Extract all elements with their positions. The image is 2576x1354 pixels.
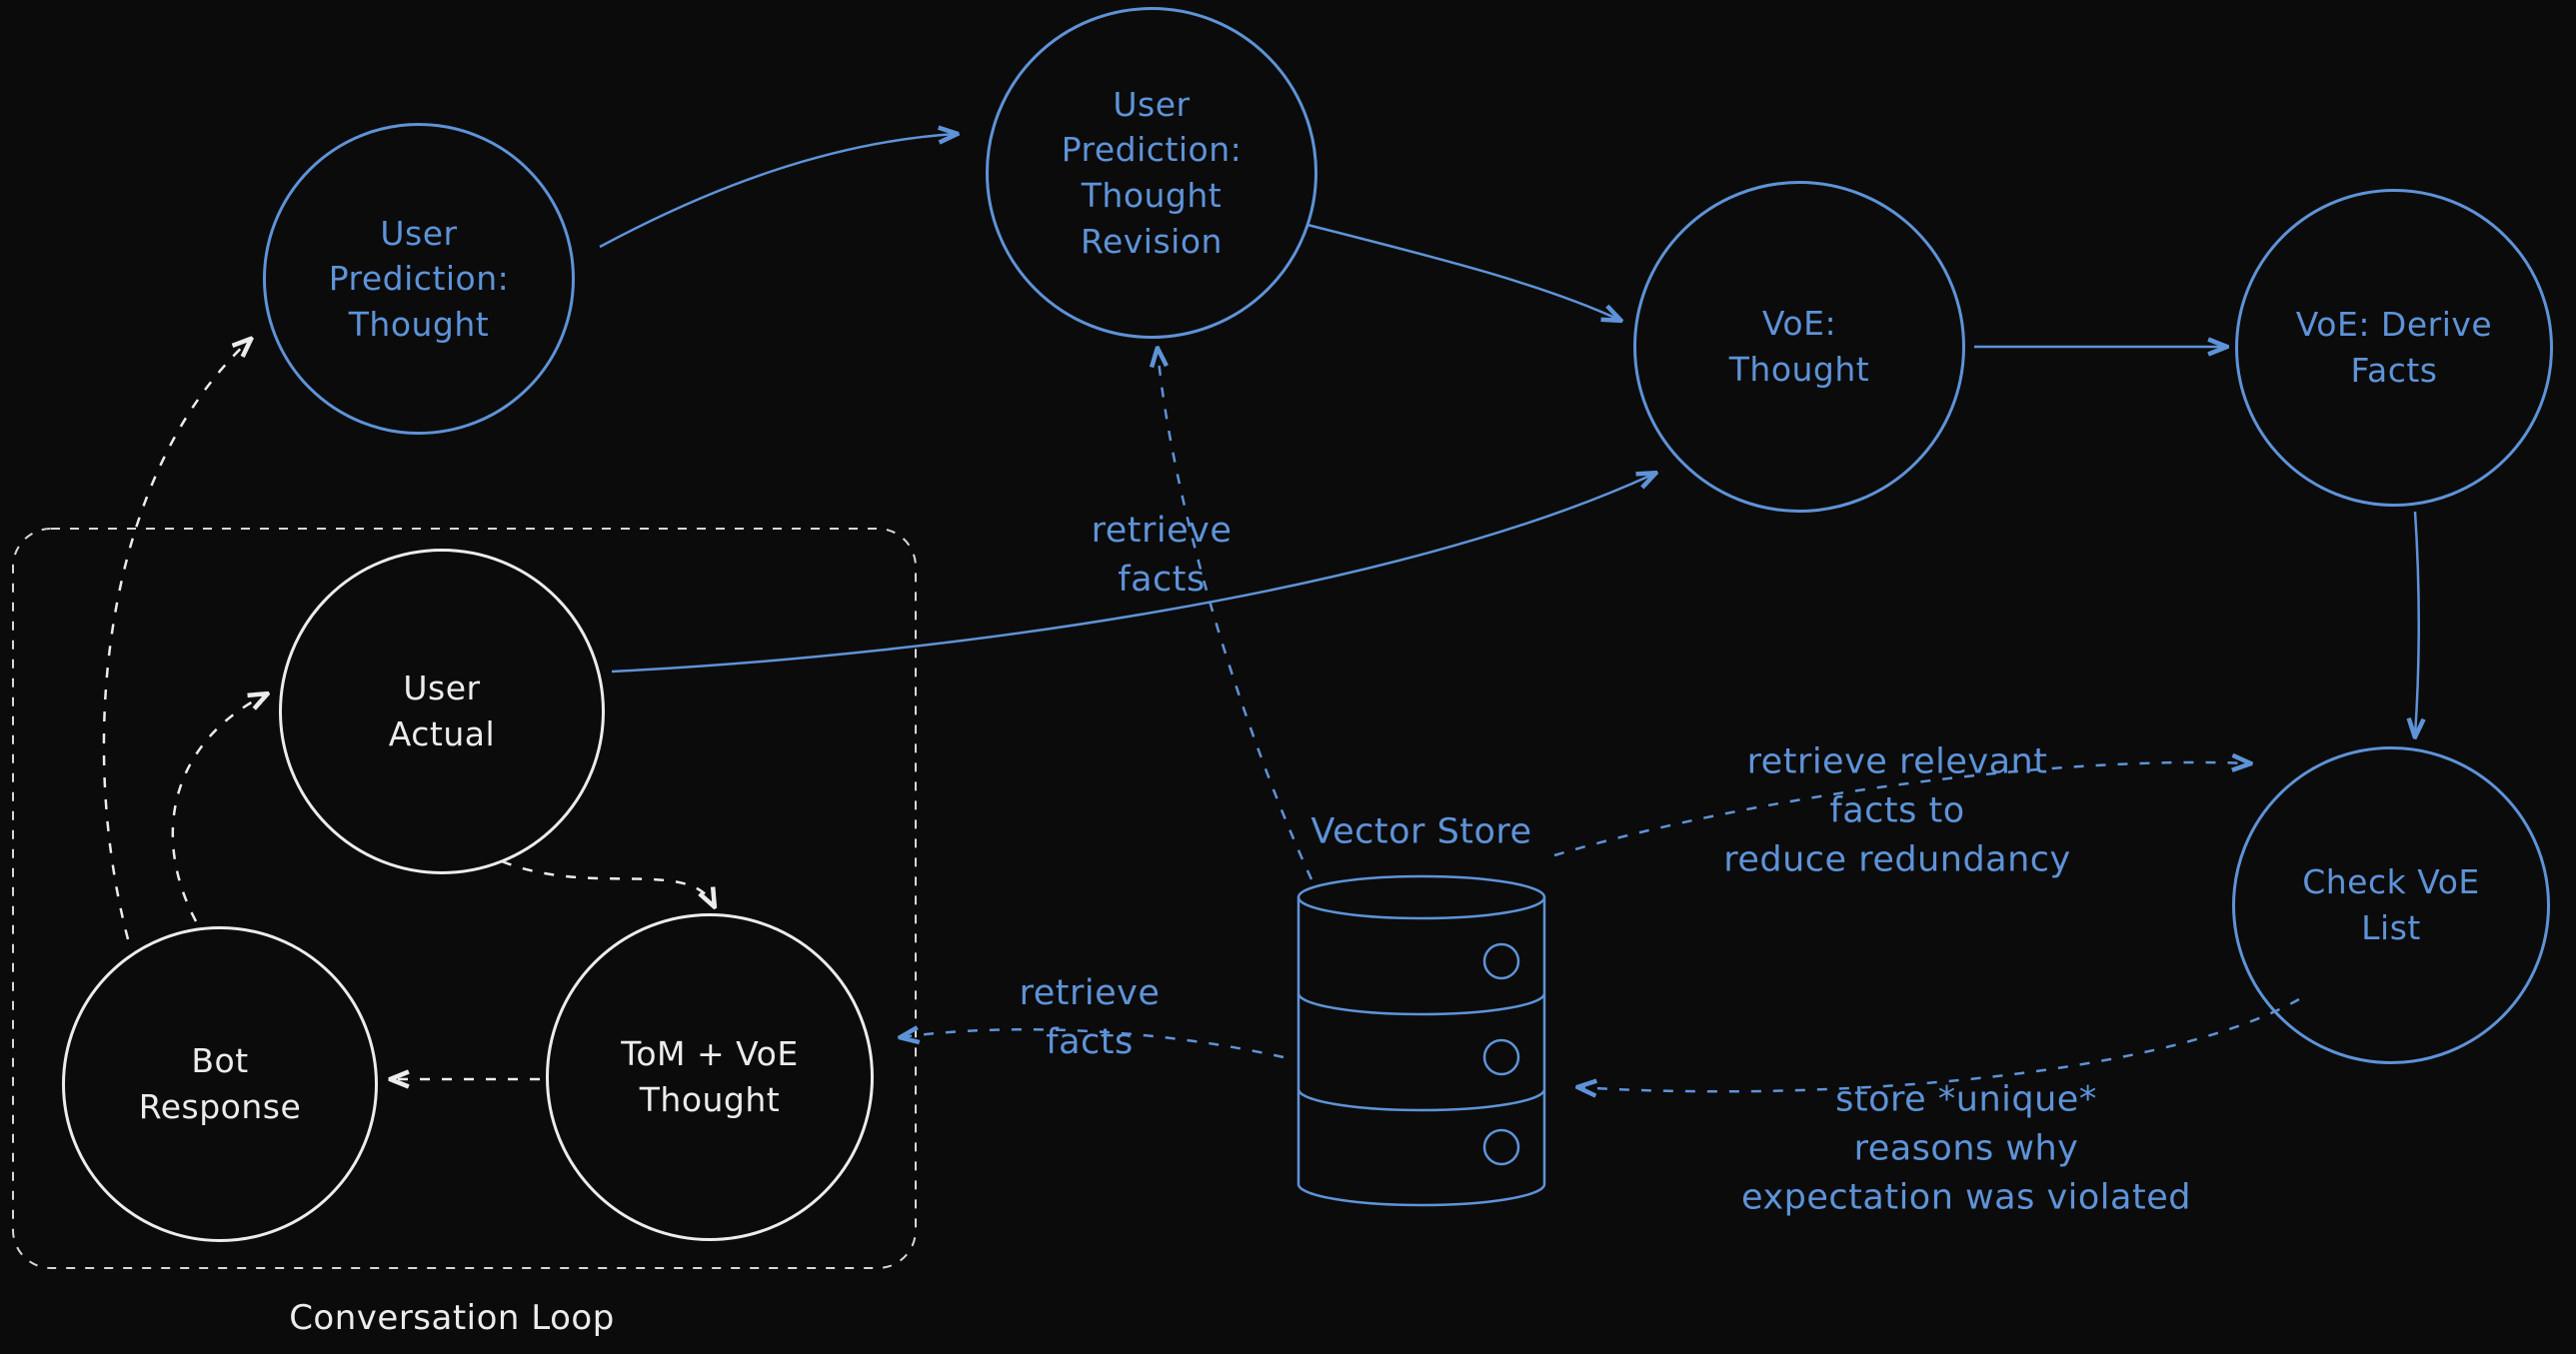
node-tom-voe-thought-label: ToM + VoE Thought <box>621 1034 799 1119</box>
conversation-loop-label: Conversation Loop <box>289 1298 615 1339</box>
arrow-revision-to-voe-thought <box>1307 225 1619 320</box>
arrow-derive-facts-to-check-list <box>2415 512 2419 735</box>
retrieve-facts-left-label: retrieve facts <box>1019 973 1161 1062</box>
conversation-loop-box <box>13 529 916 1268</box>
arrow-user-actual-to-voe-thought <box>612 474 1654 672</box>
node-user-actual-label: User Actual <box>388 669 496 753</box>
vector-store-icon <box>1298 876 1544 1205</box>
arrow-vector-store-to-tom-voe <box>902 1029 1284 1057</box>
node-user-prediction-thought-revision-label: User Prediction: Thought Revision <box>1061 84 1243 261</box>
arrow-loop-to-user-prediction <box>104 340 250 939</box>
retrieve-facts-top-label: retrieve facts <box>1091 511 1233 600</box>
store-unique-reasons-label: store *unique* reasons why expectation w… <box>1741 1079 2191 1218</box>
arrow-bot-response-to-user-actual <box>173 694 266 921</box>
node-user-prediction-thought-revision: User Prediction: Thought Revision <box>986 7 1317 339</box>
node-voe-thought-label: VoE: Thought <box>1728 304 1870 389</box>
node-bot-response-label: Bot Response <box>138 1041 302 1126</box>
node-user-prediction-thought: User Prediction: Thought <box>263 123 575 435</box>
vector-store-label: Vector Store <box>1310 811 1532 852</box>
arrow-vector-store-to-check-list <box>1554 762 2249 855</box>
node-voe-derive-facts-label: VoE: Derive Facts <box>2295 305 2493 390</box>
node-voe-thought: VoE: Thought <box>1633 181 1965 513</box>
retrieve-relevant-facts-label: retrieve relevant facts to reduce redund… <box>1723 741 2071 880</box>
node-bot-response: Bot Response <box>62 926 378 1242</box>
node-tom-voe-thought: ToM + VoE Thought <box>546 913 874 1241</box>
node-check-voe-list: Check VoE List <box>2232 746 2550 1064</box>
node-user-actual: User Actual <box>279 549 605 874</box>
arrow-user-actual-to-tom-voe <box>502 861 714 905</box>
arrow-vector-store-to-revision <box>1158 350 1311 879</box>
node-user-prediction-thought-label: User Prediction: Thought <box>328 213 510 344</box>
node-check-voe-list-label: Check VoE List <box>2302 862 2480 947</box>
node-voe-derive-facts: VoE: Derive Facts <box>2235 189 2553 507</box>
arrow-prediction-to-revision <box>600 134 956 247</box>
